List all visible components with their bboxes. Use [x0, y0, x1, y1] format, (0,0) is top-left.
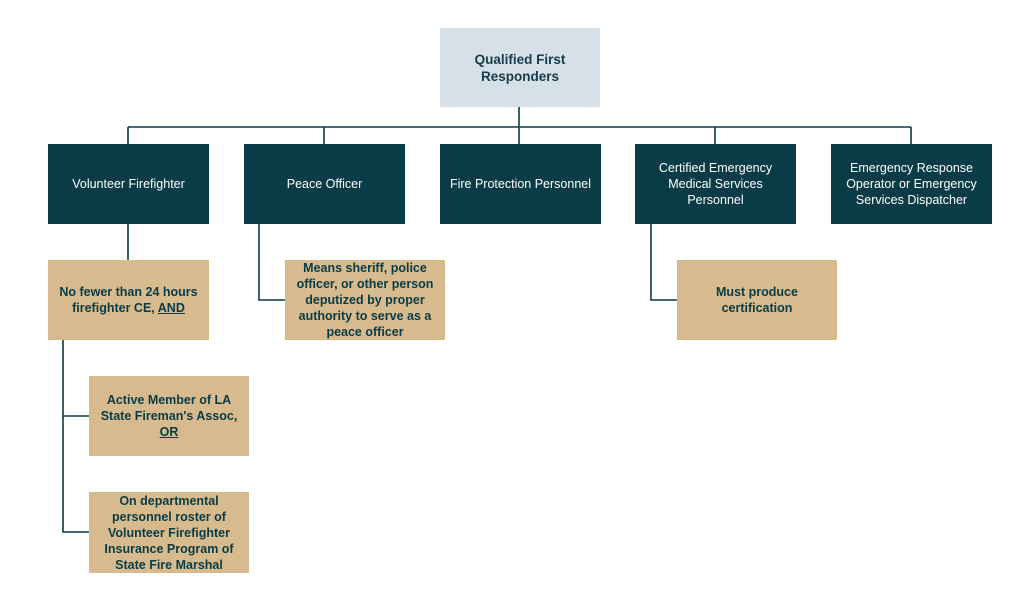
note-text: Means sheriff, police officer, or other …	[296, 261, 434, 339]
category-emergency-response-operator: Emergency Response Operator or Emergency…	[831, 144, 992, 224]
note-text: Active Member of LA State Fireman's Asso…	[100, 393, 238, 423]
note-conjunction: AND	[157, 301, 185, 315]
note-peace-officer-definition: Means sheriff, police officer, or other …	[285, 260, 445, 340]
note-volunteer-ce-requirement: No fewer than 24 hours firefighter CE, A…	[48, 260, 209, 340]
note-conjunction: OR	[159, 425, 179, 439]
note-text: On departmental personnel roster of Volu…	[104, 493, 234, 572]
note-text: No fewer than 24 hours firefighter CE,	[59, 285, 198, 315]
category-certified-ems-personnel: Certified Emergency Medical Services Per…	[635, 144, 796, 224]
category-label: Certified Emergency Medical Services Per…	[658, 161, 773, 207]
category-label: Peace Officer	[286, 177, 363, 191]
note-ems-certification: Must produce certification	[677, 260, 837, 340]
note-volunteer-roster: On departmental personnel roster of Volu…	[89, 492, 249, 573]
category-fire-protection-personnel: Fire Protection Personnel	[440, 144, 601, 224]
category-label: Emergency Response Operator or Emergency…	[846, 161, 977, 207]
category-peace-officer: Peace Officer	[244, 144, 405, 224]
note-volunteer-membership: Active Member of LA State Fireman's Asso…	[89, 376, 249, 456]
category-label: Fire Protection Personnel	[449, 177, 592, 191]
category-volunteer-firefighter: Volunteer Firefighter	[48, 144, 209, 224]
root-label: Qualified First Responders	[474, 51, 566, 84]
root-node: Qualified First Responders	[440, 28, 600, 107]
note-text: Must produce certification	[716, 285, 798, 315]
category-label: Volunteer Firefighter	[72, 177, 185, 191]
